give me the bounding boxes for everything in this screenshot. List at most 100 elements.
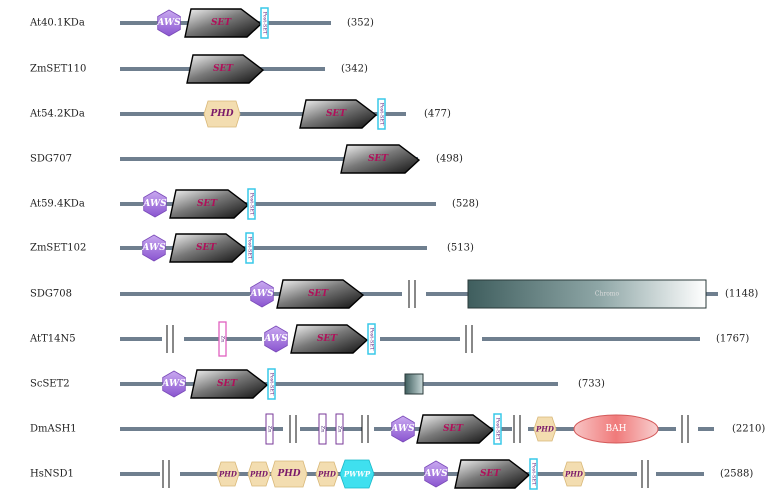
protein-length: (352) (347, 18, 374, 29)
post-set-label: Post-SET (262, 12, 268, 36)
phd-label: PHD (535, 425, 555, 434)
set-domain (299, 99, 378, 129)
post-set-domain (267, 368, 276, 400)
aws-label: AWS (141, 243, 166, 253)
backbone-segment (120, 157, 418, 161)
protein-length: (477) (424, 109, 451, 120)
aws-domain (391, 415, 415, 443)
aws-domain (424, 460, 448, 488)
backbone-segment (482, 337, 700, 341)
bah-label: BAH (606, 424, 627, 434)
set-domain (276, 279, 365, 309)
backbone-segment (120, 246, 427, 250)
protein-name: SDG707 (30, 154, 72, 165)
post-set-domain (260, 7, 269, 39)
protein-length: (2588) (720, 469, 753, 480)
post-set-domain (245, 232, 254, 264)
zinc-finger-label: Zn (267, 426, 273, 433)
post-set-label: Post-SET (369, 328, 375, 352)
phd-domain (247, 461, 271, 487)
aws-domain (157, 9, 181, 37)
backbone-segment (120, 337, 162, 341)
protein-name: SDG708 (30, 289, 72, 300)
protein-name: At59.4KDa (29, 199, 85, 210)
set-label: SET (308, 289, 329, 299)
phd-label: PHD (317, 470, 337, 479)
protein-length: (733) (578, 379, 605, 390)
post-set-label: Post-SET (495, 418, 501, 442)
protein-name: ScSET2 (30, 379, 70, 390)
backbone-segment (120, 472, 160, 476)
aws-label: AWS (156, 18, 181, 28)
backbone-segment (120, 427, 283, 431)
aws-label: AWS (161, 379, 186, 389)
post-set-label: Post-SET (531, 463, 537, 487)
aws-domain (250, 280, 274, 308)
set-label: SET (197, 199, 218, 209)
set-domain (454, 459, 531, 489)
protein-length: (1148) (725, 289, 758, 300)
phd-label: PHD (249, 470, 269, 479)
backbone-segment (380, 337, 460, 341)
aws-label: AWS (263, 334, 288, 344)
aws-label: AWS (423, 469, 448, 479)
aws-domain (162, 370, 186, 398)
zinc-finger-domain (265, 413, 274, 445)
backbone-segment (426, 292, 468, 296)
backbone-segment (180, 472, 637, 476)
chromo-label: Chromo (595, 291, 620, 298)
backbone-segment (656, 472, 704, 476)
protein-name: At54.2KDa (29, 109, 85, 120)
set-label: SET (443, 424, 464, 434)
protein-length: (498) (436, 154, 463, 165)
backbone-segment (698, 427, 714, 431)
protein-name: ZmSET102 (30, 243, 86, 254)
phd-label: PHD (564, 470, 584, 479)
aws-label: AWS (142, 199, 167, 209)
protein-length: (342) (341, 64, 368, 75)
zinc-finger-label: Zn (337, 426, 343, 433)
protein-length: (513) (447, 243, 474, 254)
zinc-finger-domain (218, 321, 227, 357)
post-set-label: Post-SET (269, 373, 275, 397)
protein-length: (1767) (716, 334, 749, 345)
set-label: SET (326, 109, 347, 119)
pwwp-domain (339, 459, 375, 489)
post-set-domain (493, 413, 502, 445)
backbone-segment (120, 202, 436, 206)
post-set-domain (377, 98, 386, 130)
phd-label: PHD (276, 469, 300, 479)
phd-label: PHD (218, 470, 238, 479)
set-label: SET (196, 243, 217, 253)
set-domain (169, 189, 250, 219)
set-label: SET (368, 154, 389, 164)
phd-domain (315, 461, 339, 487)
backbone-segment (706, 292, 718, 296)
set-label: SET (217, 379, 238, 389)
set-domain (190, 369, 269, 399)
post-set-label: Post-SET (247, 237, 253, 261)
aws-label: AWS (249, 289, 274, 299)
phd-domain (216, 461, 240, 487)
protein-length: (528) (452, 199, 479, 210)
post-set-domain (367, 323, 376, 355)
protein-name: ZmSET110 (30, 64, 86, 75)
aws-domain (264, 325, 288, 353)
aws-domain (142, 234, 166, 262)
protein-length: (2210) (732, 424, 765, 435)
phd-domain (270, 460, 308, 488)
set-domain (169, 233, 248, 263)
backbone-segment (120, 112, 406, 116)
bah-domain (573, 414, 659, 444)
post-set-domain (529, 458, 538, 490)
zinc-finger-label: Zn (320, 426, 326, 433)
set-label: SET (480, 469, 501, 479)
backbone-segment (300, 427, 362, 431)
phd-domain (203, 100, 241, 128)
post-set-label: Post-SET (249, 193, 255, 217)
post-set-domain (247, 188, 256, 220)
chromo-domain (467, 279, 707, 309)
protein-name: HsNSD1 (30, 469, 74, 480)
protein-name: DmASH1 (30, 424, 77, 435)
